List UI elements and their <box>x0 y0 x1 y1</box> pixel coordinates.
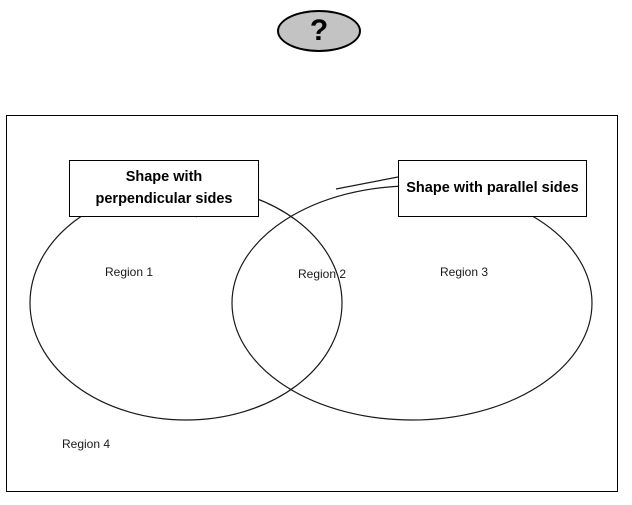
region-label-2: Region 2 <box>298 267 347 281</box>
set-label-parallel-sides[interactable]: Shape with parallel sides <box>398 160 587 217</box>
region-label-3: Region 3 <box>440 265 489 279</box>
set-label-perpendicular-sides[interactable]: Shape with perpendicular sides <box>69 160 259 217</box>
right-callout-leader-line <box>335 176 399 190</box>
left-set-ellipse[interactable] <box>29 185 343 421</box>
region-label-4: Region 4 <box>62 437 111 451</box>
region-label-1: Region 1 <box>105 265 154 279</box>
right-set-ellipse[interactable] <box>231 185 593 421</box>
question-badge[interactable]: ? <box>277 10 361 52</box>
question-badge-ellipse <box>277 10 361 52</box>
universal-set-rectangle <box>6 115 618 492</box>
question-mark-icon: ? <box>309 14 329 47</box>
